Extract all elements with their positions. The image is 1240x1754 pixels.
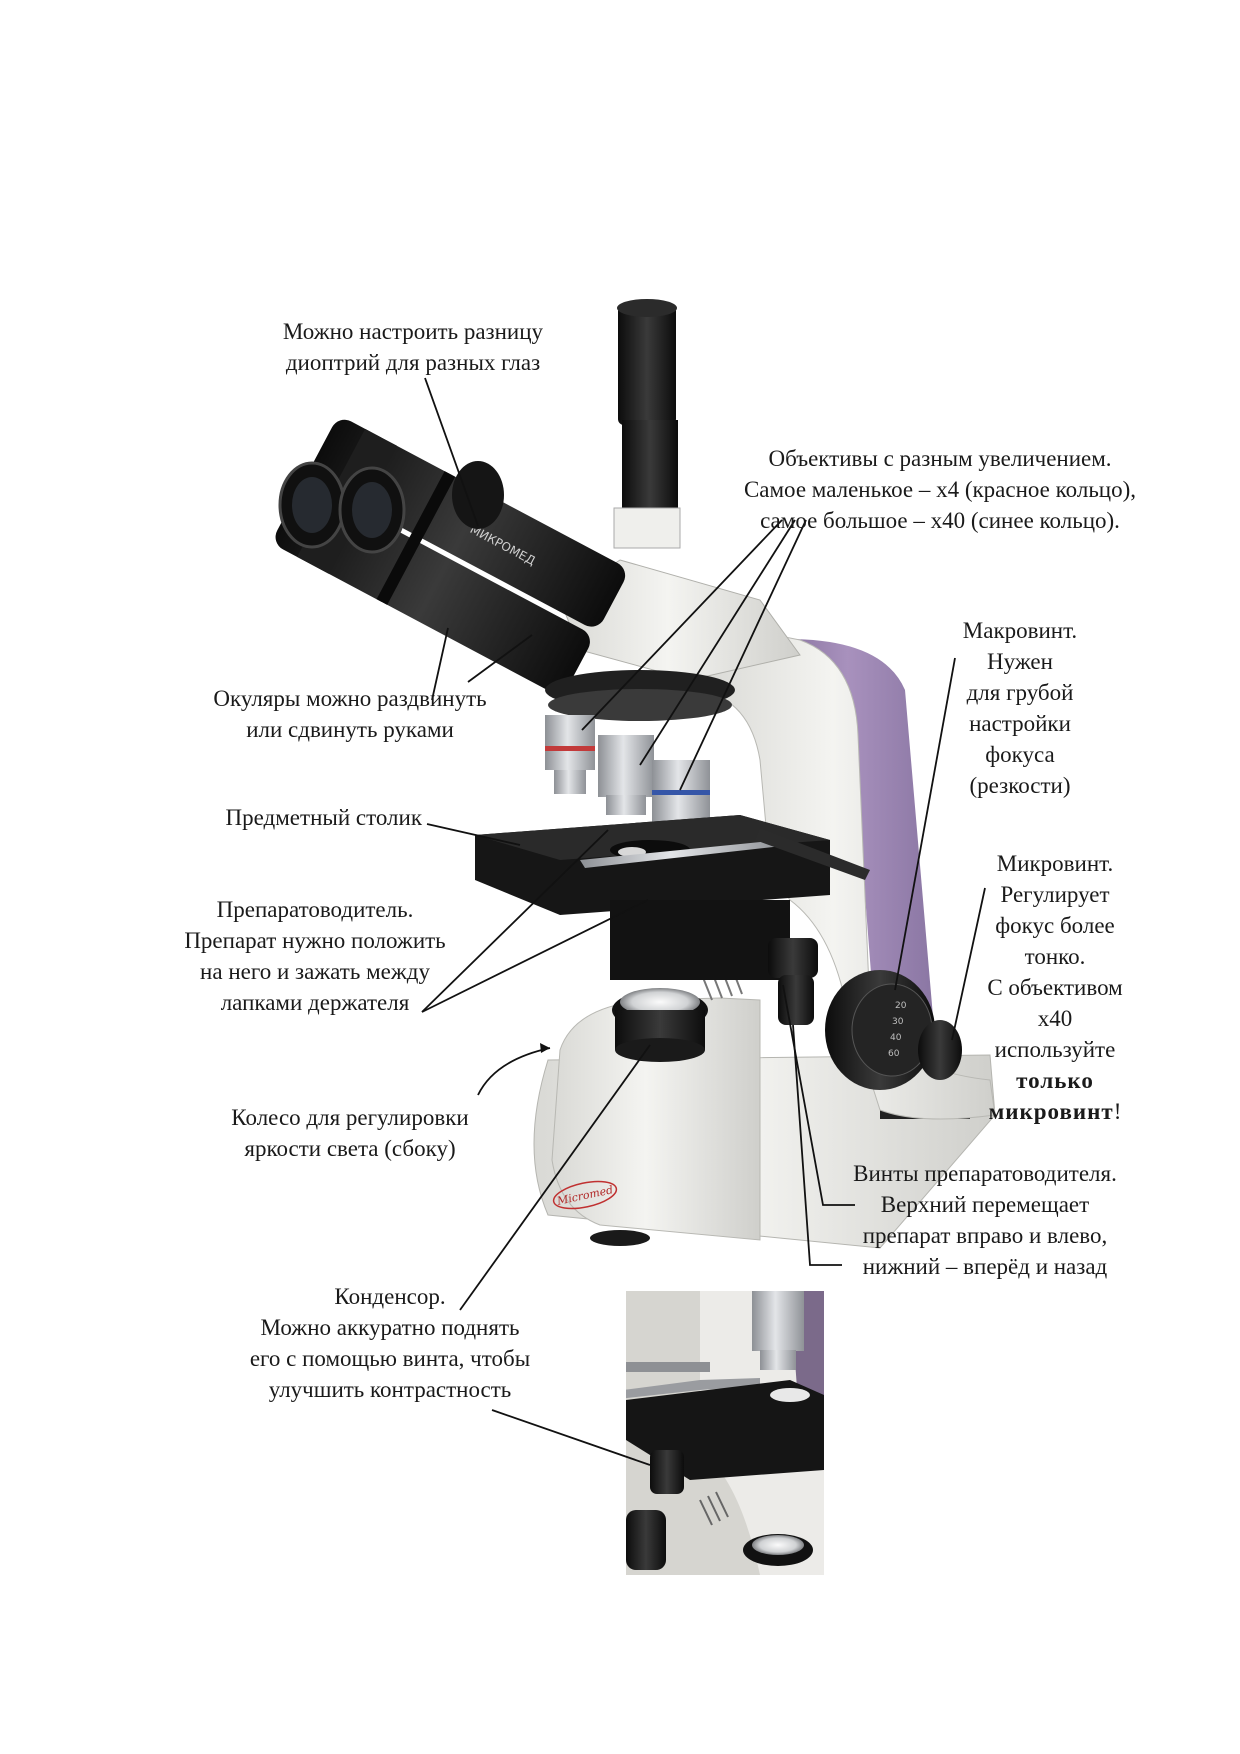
micro-label-line: Микровинт. [996, 851, 1114, 876]
eyepieces-label-line: Окуляры можно раздвинуть [213, 686, 487, 711]
micro-label-bold: только [1016, 1068, 1094, 1093]
macro-label-line: настройки [969, 711, 1071, 736]
macro-label-line: (резкости) [969, 773, 1071, 798]
micro-label-line: С объективом [987, 975, 1123, 1000]
stage-screws-label: Винты препаратоводителя. Верхний перемещ… [830, 1158, 1140, 1282]
condenser-label-line: улучшить контрастность [268, 1377, 512, 1402]
macro-label-line: фокуса [985, 742, 1055, 767]
stage-label-line: Предметный столик [225, 805, 422, 830]
eyepieces-label-line: или сдвинуть руками [246, 717, 454, 742]
micro-label-line: тонко. [1024, 944, 1086, 969]
objectives-label-line: Самое маленькое – х4 (красное кольцо), [743, 477, 1137, 502]
svg-text:30: 30 [892, 1017, 904, 1027]
brightness-wheel-label: Колесо для регулировки яркости света (сб… [205, 1102, 495, 1164]
objectives-label-line: Объективы с разным увеличением. [768, 446, 1112, 471]
holder-label-line: на него и зажать между [200, 959, 430, 984]
diopter-label-line: Можно настроить разницу [282, 319, 544, 344]
brightness-arrow [477, 1047, 551, 1096]
leader-lines [421, 377, 986, 1466]
brightness-label-line: яркости света (сбоку) [244, 1136, 456, 1161]
microscope-photo: Micromed МИКРОМЕД [275, 299, 996, 1249]
holder-label-line: лапками держателя [220, 990, 410, 1015]
svg-text:60: 60 [888, 1049, 900, 1059]
holder-label-line: Препаратоводитель. [216, 897, 414, 922]
micro-label-bold-line: только [960, 1065, 1150, 1096]
condenser-label-line: Можно аккуратно поднять [260, 1315, 520, 1340]
micro-label-line: фокус более [995, 913, 1115, 938]
eyepieces-label: Окуляры можно раздвинуть или сдвинуть ру… [190, 683, 510, 745]
holder-label-line: Препарат нужно положить [184, 928, 446, 953]
screws-label-line: препарат вправо и влево, [862, 1223, 1108, 1248]
condenser-closeup-photo [626, 1291, 824, 1575]
micro-label-line: х40 [1037, 1006, 1073, 1031]
micro-screw-label: Микровинт. Регулирует фокус более тонко.… [960, 848, 1150, 1127]
diopter-label: Можно настроить разницу диоптрий для раз… [248, 316, 578, 378]
condenser-label: Конденсор. Можно аккуратно поднять его с… [220, 1281, 560, 1405]
micro-label-line: используйте [994, 1037, 1116, 1062]
arrow-head-icon [540, 1043, 550, 1053]
svg-text:20: 20 [895, 1001, 907, 1011]
condenser-label-line: его с помощью винта, чтобы [249, 1346, 531, 1371]
micro-label-line: Регулирует [1000, 882, 1110, 907]
micro-label-exclamation: ! [1113, 1099, 1122, 1124]
macro-label-line: Макровинт. [962, 618, 1078, 643]
slide-holder-label: Препаратоводитель. Препарат нужно положи… [170, 894, 460, 1018]
micro-label-bold: микровинт [988, 1099, 1114, 1124]
macro-screw-label: Макровинт. Нужен для грубой настройки фо… [940, 615, 1100, 801]
condenser-label-line: Конденсор. [334, 1284, 446, 1309]
micro-label-bold-line: микровинт! [960, 1096, 1150, 1127]
diopter-label-line: диоптрий для разных глаз [285, 350, 541, 375]
svg-text:40: 40 [890, 1033, 902, 1043]
screws-label-line: Верхний перемещает [880, 1192, 1090, 1217]
objectives-label-line: самое большое – х40 (синее кольцо). [760, 508, 1120, 533]
screws-label-line: Винты препаратоводителя. [853, 1161, 1117, 1186]
screws-label-line: нижний – вперёд и назад [862, 1254, 1108, 1279]
objectives-label: Объективы с разным увеличением. Самое ма… [700, 443, 1180, 536]
brightness-label-line: Колесо для регулировки [231, 1105, 469, 1130]
macro-label-line: для грубой [966, 680, 1074, 705]
stage-label: Предметный столик [190, 802, 422, 833]
macro-label-line: Нужен [987, 649, 1053, 674]
